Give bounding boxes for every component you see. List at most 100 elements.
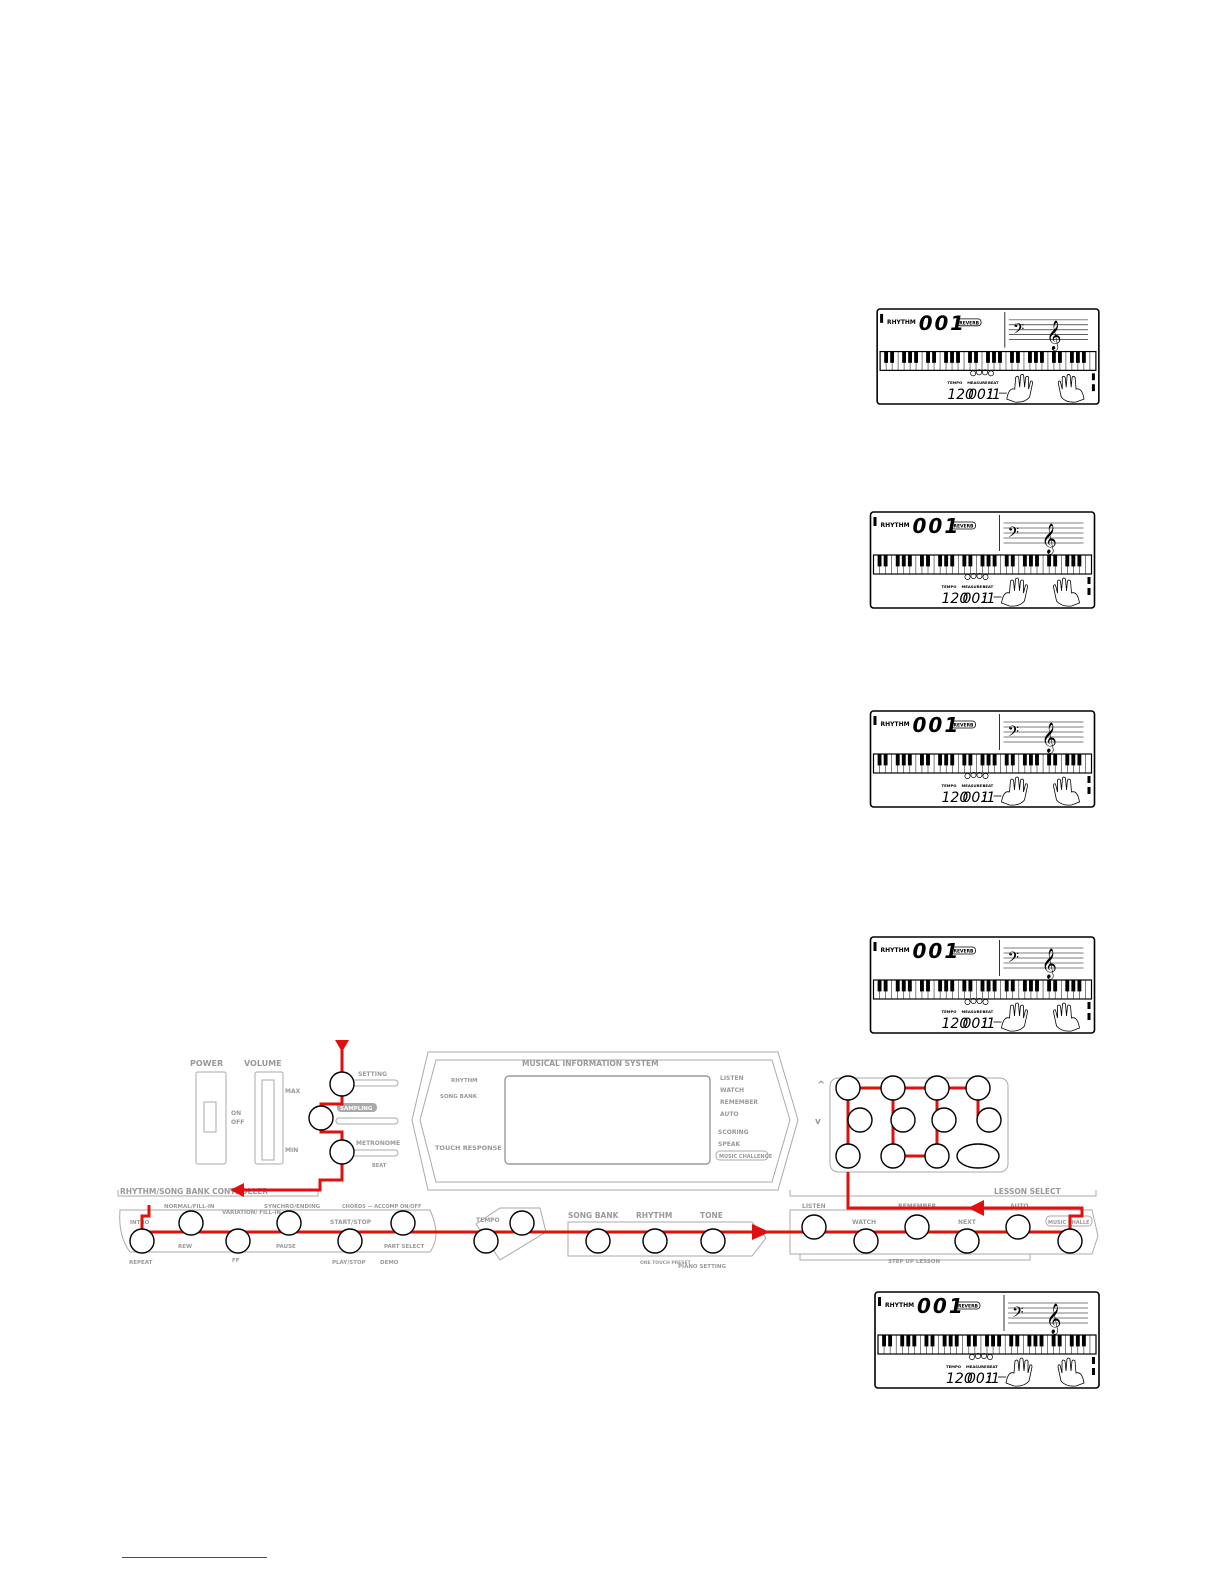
next-button[interactable] bbox=[954, 1228, 980, 1254]
lcd-display-3: RHYTHM 001 REVERB 𝄢 𝄞 TEMPO MEASURE BEAT… bbox=[869, 710, 1096, 808]
song-bank-button[interactable] bbox=[585, 1228, 611, 1254]
synchro-ending-label: SYNCHRO/ENDING bbox=[264, 1204, 321, 1210]
music-challenge-button[interactable] bbox=[1057, 1228, 1083, 1254]
lcd-display-4: RHYTHM 001 REVERB 𝄢 𝄞 TEMPO MEASURE BEAT… bbox=[869, 936, 1096, 1034]
part-select-label: PART SELECT bbox=[384, 1244, 424, 1250]
bass-clef-icon: 𝄢 bbox=[1013, 321, 1024, 342]
lcd-measure-value: 001 bbox=[963, 790, 990, 806]
lcd-beat-label: BEAT bbox=[988, 381, 999, 385]
lcd-beat-value: 1 bbox=[987, 790, 996, 806]
touch-response-label: TOUCH RESPONSE bbox=[435, 1144, 502, 1152]
synchro-ending-button[interactable] bbox=[276, 1210, 302, 1236]
lcd-keyboard bbox=[877, 1334, 1097, 1355]
numpad-button-3[interactable] bbox=[924, 1075, 950, 1101]
setting-button[interactable] bbox=[329, 1071, 355, 1097]
lcd-staff: 𝄢 𝄞 bbox=[1008, 1302, 1088, 1335]
watch-button[interactable] bbox=[853, 1228, 879, 1254]
lcd-rhythm-label: RHYTHM bbox=[881, 947, 910, 954]
treble-clef-icon: 𝄞 bbox=[1042, 722, 1057, 754]
power-on-label: ON bbox=[231, 1110, 241, 1117]
entry-arrow-icon bbox=[335, 1040, 349, 1052]
start-stop-button[interactable] bbox=[337, 1228, 363, 1254]
lcd-measure-value: 001 bbox=[963, 1016, 990, 1032]
play-stop-label: PLAY/STOP bbox=[332, 1260, 366, 1266]
numpad-button-0[interactable] bbox=[956, 1143, 1000, 1169]
auto-button[interactable] bbox=[1005, 1214, 1031, 1240]
lcd-rhythm-label: RHYTHM bbox=[881, 522, 910, 529]
left-hand-icon bbox=[1001, 776, 1028, 806]
power-off-label: OFF bbox=[231, 1119, 244, 1126]
metronome-button[interactable] bbox=[329, 1139, 355, 1165]
metronome-beat-label: BEAT bbox=[372, 1163, 387, 1169]
rhythm-button[interactable] bbox=[642, 1228, 668, 1254]
numpad-button-4[interactable] bbox=[965, 1075, 991, 1101]
numpad-button-11[interactable] bbox=[924, 1143, 950, 1169]
remember-button[interactable] bbox=[904, 1214, 930, 1240]
numpad-button-9[interactable] bbox=[835, 1143, 861, 1169]
mis-mode-listen: LISTEN bbox=[720, 1075, 744, 1082]
lcd-beat-value: 1 bbox=[987, 591, 996, 607]
rhythm-label: RHYTHM bbox=[636, 1211, 672, 1220]
tone-label: TONE bbox=[700, 1211, 723, 1220]
numpad-button-1[interactable] bbox=[835, 1075, 861, 1101]
mis-mode-auto: AUTO bbox=[720, 1111, 739, 1118]
lcd-beat-value: 1 bbox=[991, 1371, 1000, 1387]
lesson-select-label: LESSON SELECT bbox=[994, 1187, 1062, 1196]
tone-button[interactable] bbox=[700, 1228, 726, 1254]
svg-text::: : bbox=[982, 1016, 987, 1032]
tempo-label: TEMPO bbox=[476, 1217, 500, 1224]
treble-clef-icon: 𝄞 bbox=[1042, 523, 1057, 555]
volume-max-label: MAX bbox=[285, 1088, 301, 1095]
left-arrow-icon bbox=[230, 1183, 244, 1197]
intro-button[interactable] bbox=[129, 1228, 155, 1254]
lcd-beat-dots bbox=[970, 369, 994, 377]
repeat-label: REPEAT bbox=[129, 1260, 153, 1266]
right-hand-icon bbox=[1057, 1357, 1085, 1387]
lcd-measure-label: MEASURE bbox=[966, 1364, 987, 1369]
right-hand-icon bbox=[1053, 776, 1080, 806]
lcd-beat-value: 1 bbox=[992, 387, 1001, 403]
right-hand-icon bbox=[1057, 373, 1085, 403]
lcd-tempo-label: TEMPO bbox=[946, 1364, 962, 1369]
step-up-lesson-label: STEP UP LESSON bbox=[888, 1259, 940, 1265]
mis-mode-watch: WATCH bbox=[720, 1087, 744, 1094]
lcd-rhythm-number: 001 bbox=[919, 312, 966, 335]
normal-fill-label: NORMAL/FILL-IN bbox=[164, 1204, 215, 1210]
numpad-button-5[interactable] bbox=[847, 1107, 873, 1133]
lcd-tempo-value: 120 bbox=[942, 591, 969, 607]
right-arrow-icon bbox=[752, 1224, 770, 1240]
lcd-beat-dots bbox=[964, 573, 989, 580]
variation-fill-button[interactable] bbox=[225, 1228, 251, 1254]
lcd-measure-label: MEASURE bbox=[962, 1009, 983, 1014]
tempo-down-button[interactable] bbox=[473, 1228, 499, 1254]
lcd-staff: 𝄢 𝄞 bbox=[1003, 947, 1084, 980]
left-hand-icon bbox=[1006, 373, 1033, 403]
bass-clef-icon: 𝄢 bbox=[1008, 723, 1020, 744]
lcd-measure-label: MEASURE bbox=[962, 783, 983, 788]
lcd-tempo-value: 120 bbox=[946, 1371, 973, 1387]
bass-clef-icon: 𝄢 bbox=[1008, 949, 1020, 970]
normal-fill-button[interactable] bbox=[178, 1210, 204, 1236]
song-bank-label: SONG BANK bbox=[568, 1211, 620, 1220]
sampling-button[interactable] bbox=[308, 1105, 334, 1131]
numpad-button-10[interactable] bbox=[880, 1143, 906, 1169]
lcd-display-2: RHYTHM 001 REVERB 𝄢 𝄞 TEMPO MEASURE BEAT… bbox=[869, 511, 1096, 609]
pause-label: PAUSE bbox=[276, 1244, 296, 1250]
numpad-button-6[interactable] bbox=[890, 1107, 916, 1133]
lcd-keyboard bbox=[872, 554, 1093, 575]
listen-button[interactable] bbox=[801, 1214, 827, 1240]
mis-mode-speak: SPEAK bbox=[718, 1141, 740, 1148]
accomp-button[interactable] bbox=[390, 1210, 416, 1236]
tempo-up-button[interactable] bbox=[509, 1210, 535, 1236]
numpad-button-8[interactable] bbox=[976, 1107, 1002, 1133]
numpad-button-7[interactable] bbox=[931, 1107, 957, 1133]
lcd-effect-tag: REVERB bbox=[954, 524, 975, 530]
numpad-button-2[interactable] bbox=[880, 1075, 906, 1101]
lcd-keyboard bbox=[879, 350, 1097, 371]
lcd-beat-label: BEAT bbox=[987, 1364, 998, 1369]
one-touch-label: ONE TOUCH PRESET bbox=[640, 1260, 692, 1266]
lcd-tempo-value: 120 bbox=[942, 1016, 969, 1032]
lcd-effect-tag: REVERB bbox=[954, 949, 975, 955]
chord-accomp-label: CHORDS — ACCOMP ON/OFF bbox=[342, 1204, 421, 1210]
lcd-beat-label: BEAT bbox=[983, 783, 994, 788]
